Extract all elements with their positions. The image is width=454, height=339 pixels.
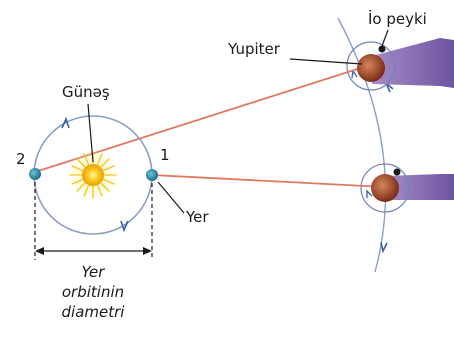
earth-label: Yer [186,210,209,225]
sun-icon [82,164,104,186]
sun-label: Günəş [62,85,110,100]
earth-label-leader [158,182,184,213]
diameter-arrowhead-left [35,247,44,255]
io-orbit-arrow [367,191,372,198]
io-moon-top [379,46,386,53]
diameter-arrowhead-right [143,247,152,255]
io-orbit-arrow [352,71,357,78]
diameter-caption: Yer orbitinin diametri [38,262,148,322]
io-label: İo peyki [368,12,427,27]
io-moon-bottom [394,169,401,176]
jupiter-planet-top [357,54,385,82]
diameter-caption-line-3: diametri [38,302,148,322]
jupiter-planet-bottom [371,174,399,202]
earth-position-1 [146,169,158,181]
sight-line-from-position-1 [152,175,384,187]
position-2-label: 2 [16,152,26,167]
earth-position-2 [29,168,41,180]
position-1-label: 1 [160,148,170,163]
jupiter-orbit-arrow [381,242,387,251]
diameter-caption-line-2: orbitinin [38,282,148,302]
io-label-leader [382,30,388,46]
jupiter-label-leader [290,59,362,64]
jupiter-label: Yupiter [228,42,280,57]
diameter-caption-line-1: Yer [38,262,148,282]
